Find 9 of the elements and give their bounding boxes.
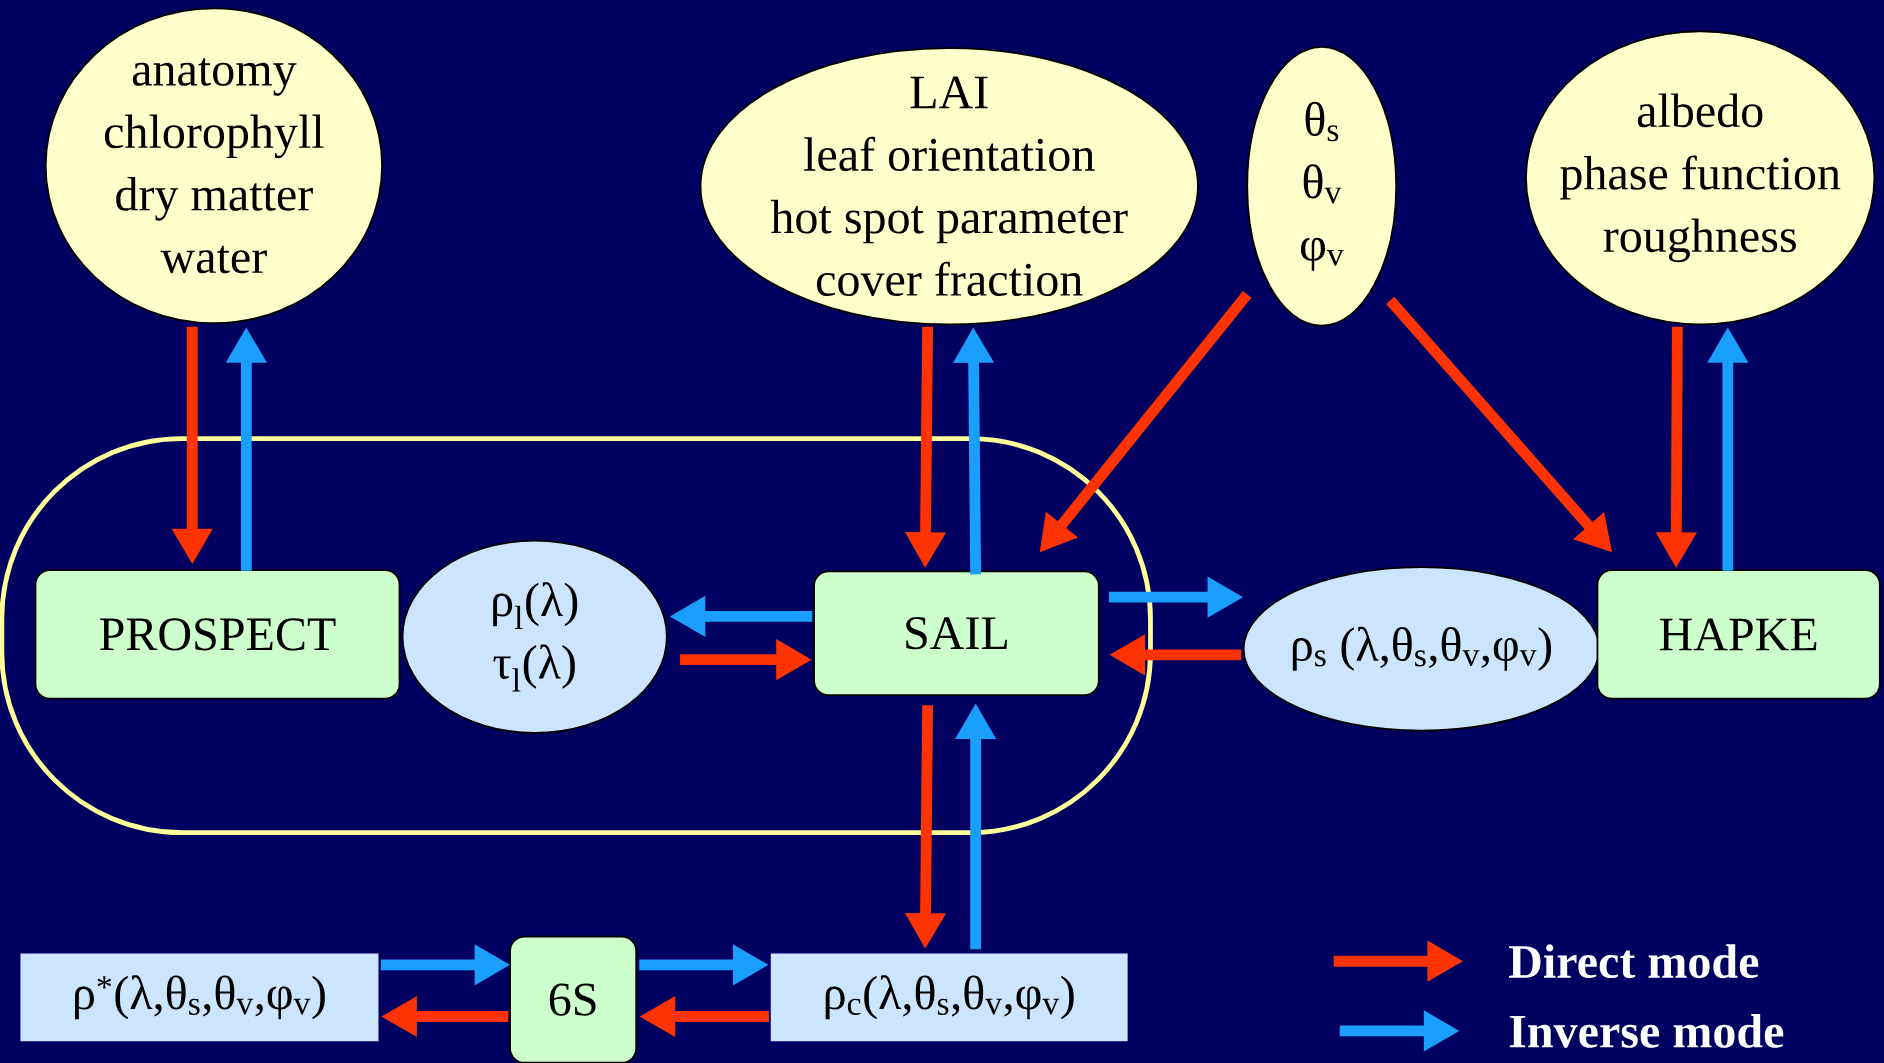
legend-text: Inverse mode [1509,1013,1784,1048]
model-box: HAPKE [1596,569,1881,700]
reflectance-box: ρ$_{c}$(λ,θ$_{s}$,θ$_{v}$,φ$_{v}$) [770,953,1128,1041]
reflectance-box: ρ$^{*}$(λ,θ$_{s}$,θ$_{v}$,φ$_{v}$) [20,953,379,1041]
model-box: PROSPECT [34,569,401,700]
group-outline [0,435,1153,835]
legend-text: Direct mode [1509,944,1759,978]
model-box: 6S [509,935,638,1063]
model-box: SAIL [813,570,1100,696]
